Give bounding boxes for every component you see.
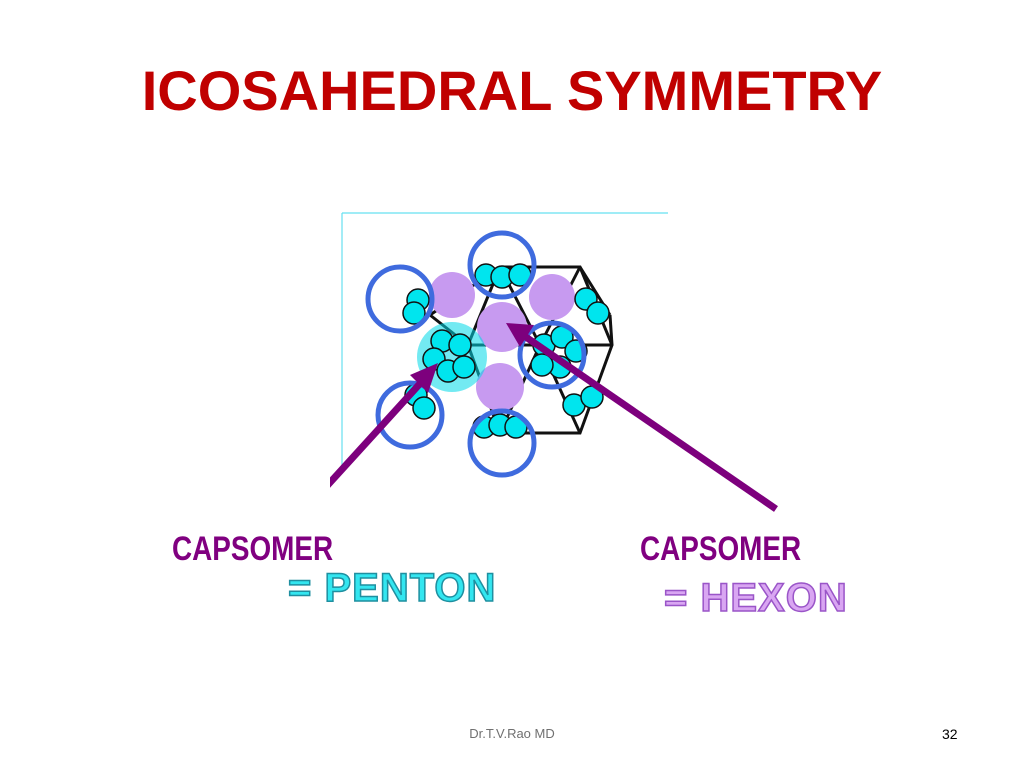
penton-cluster-bottom-left <box>404 383 436 420</box>
page-number: 32 <box>942 726 958 742</box>
hexon-sphere <box>429 272 475 318</box>
penton-cluster-bottom-right <box>562 385 604 417</box>
highlighted-penton-cluster <box>422 329 476 383</box>
penton-rings <box>365 230 587 478</box>
footer-author: Dr.T.V.Rao MD <box>469 726 555 741</box>
capsomer-label-right: CAPSOMER <box>640 530 802 568</box>
hexon-sphere <box>529 274 575 320</box>
penton-cluster-top <box>474 263 532 289</box>
capsomer-label-left: CAPSOMER <box>172 530 334 568</box>
hexon-label: = HEXON <box>663 575 848 621</box>
slide-title: ICOSAHEDRAL SYMMETRY <box>141 59 883 122</box>
penton-cluster-right <box>574 287 610 325</box>
hexon-sphere <box>476 363 524 411</box>
penton-label: = PENTON <box>287 565 497 611</box>
arrow-to-penton <box>330 363 438 488</box>
arrow-to-hexon <box>506 323 778 512</box>
penton-cluster-left <box>402 288 430 325</box>
hexon-sphere <box>477 302 527 352</box>
icosahedral-capsid-diagram <box>330 212 778 512</box>
